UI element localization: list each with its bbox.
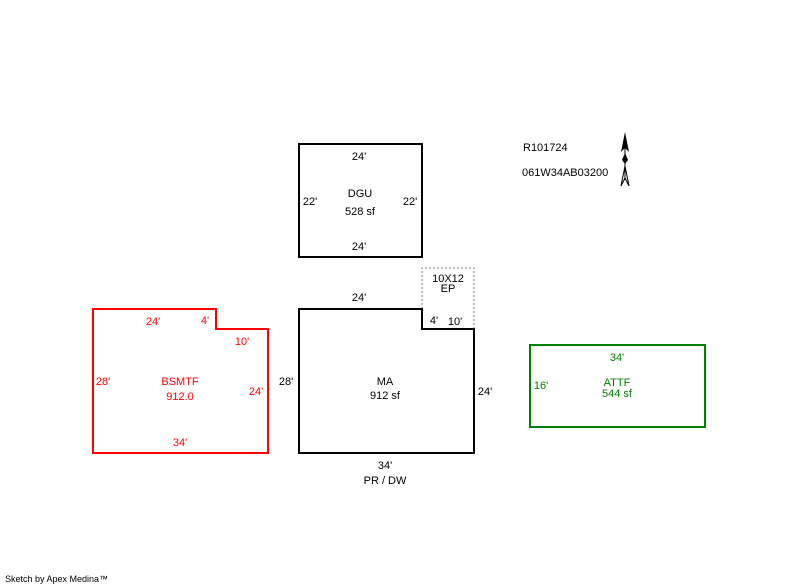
- bsmtf-bottom-dimension: 34': [173, 437, 187, 449]
- sketch-credit: Sketch by Apex Medina™: [5, 574, 109, 584]
- bsmtf-area: 24' 4' 10' 28' BSMTF 912.0 24' 34': [92, 308, 269, 454]
- map-tax-lot: 061W34AB03200: [522, 167, 608, 179]
- dgu-right-dimension: 22': [403, 196, 417, 208]
- dgu-area-value: 528 sf: [345, 206, 376, 218]
- bsmtf-notch-vertical-dimension: 4': [201, 315, 209, 327]
- attf-label: ATTF: [604, 377, 631, 389]
- bsmtf-area-value: 912.0: [166, 391, 194, 403]
- ma-label: MA: [377, 376, 394, 388]
- ep-label: EP: [441, 283, 456, 295]
- attf-top-dimension: 34': [610, 352, 624, 364]
- ma-left-dimension: 28': [279, 376, 293, 388]
- dgu-top-dimension: 24': [352, 151, 366, 163]
- dgu-left-dimension: 22': [303, 196, 317, 208]
- bsmtf-outline: [92, 308, 269, 454]
- bsmtf-right-dimension: 24': [249, 386, 263, 398]
- ma-top-dimension: 24': [352, 292, 366, 304]
- dgu-outline: [298, 143, 423, 258]
- parcel-number: R101724: [523, 142, 568, 154]
- ma-area-value: 912 sf: [370, 390, 401, 402]
- ma-note: PR / DW: [364, 475, 407, 487]
- dgu-area: 24' 22' 22' DGU 528 sf 24': [298, 143, 423, 258]
- attf-left-dimension: 16': [534, 380, 548, 392]
- ep-area: 10X12 EP 4' 10': [421, 267, 475, 329]
- dgu-bottom-dimension: 24': [352, 241, 366, 253]
- ma-outline: [298, 308, 475, 454]
- ep-outline: [421, 267, 475, 329]
- ep-bottom-dimension: 10': [448, 316, 462, 328]
- ma-bottom-dimension: 34': [378, 460, 392, 472]
- ma-right-dimension: 24': [478, 386, 492, 398]
- bsmtf-label: BSMTF: [161, 376, 199, 388]
- bsmtf-notch-horizontal-dimension: 10': [235, 336, 249, 348]
- dgu-label: DGU: [348, 188, 373, 200]
- ep-size-label: 10X12: [432, 273, 464, 285]
- ma-area: 24' 28' MA 912 sf 24' 34' PR / DW: [279, 292, 492, 487]
- north-arrow-icon: [620, 132, 630, 187]
- attf-area-value: 544 sf: [602, 388, 633, 400]
- bsmtf-top-dimension: 24': [146, 316, 160, 328]
- bsmtf-left-dimension: 28': [96, 376, 110, 388]
- ep-left-dimension: 4': [430, 315, 438, 327]
- attf-area: 34' 16' ATTF 544 sf: [529, 344, 706, 428]
- attf-outline: [529, 344, 706, 428]
